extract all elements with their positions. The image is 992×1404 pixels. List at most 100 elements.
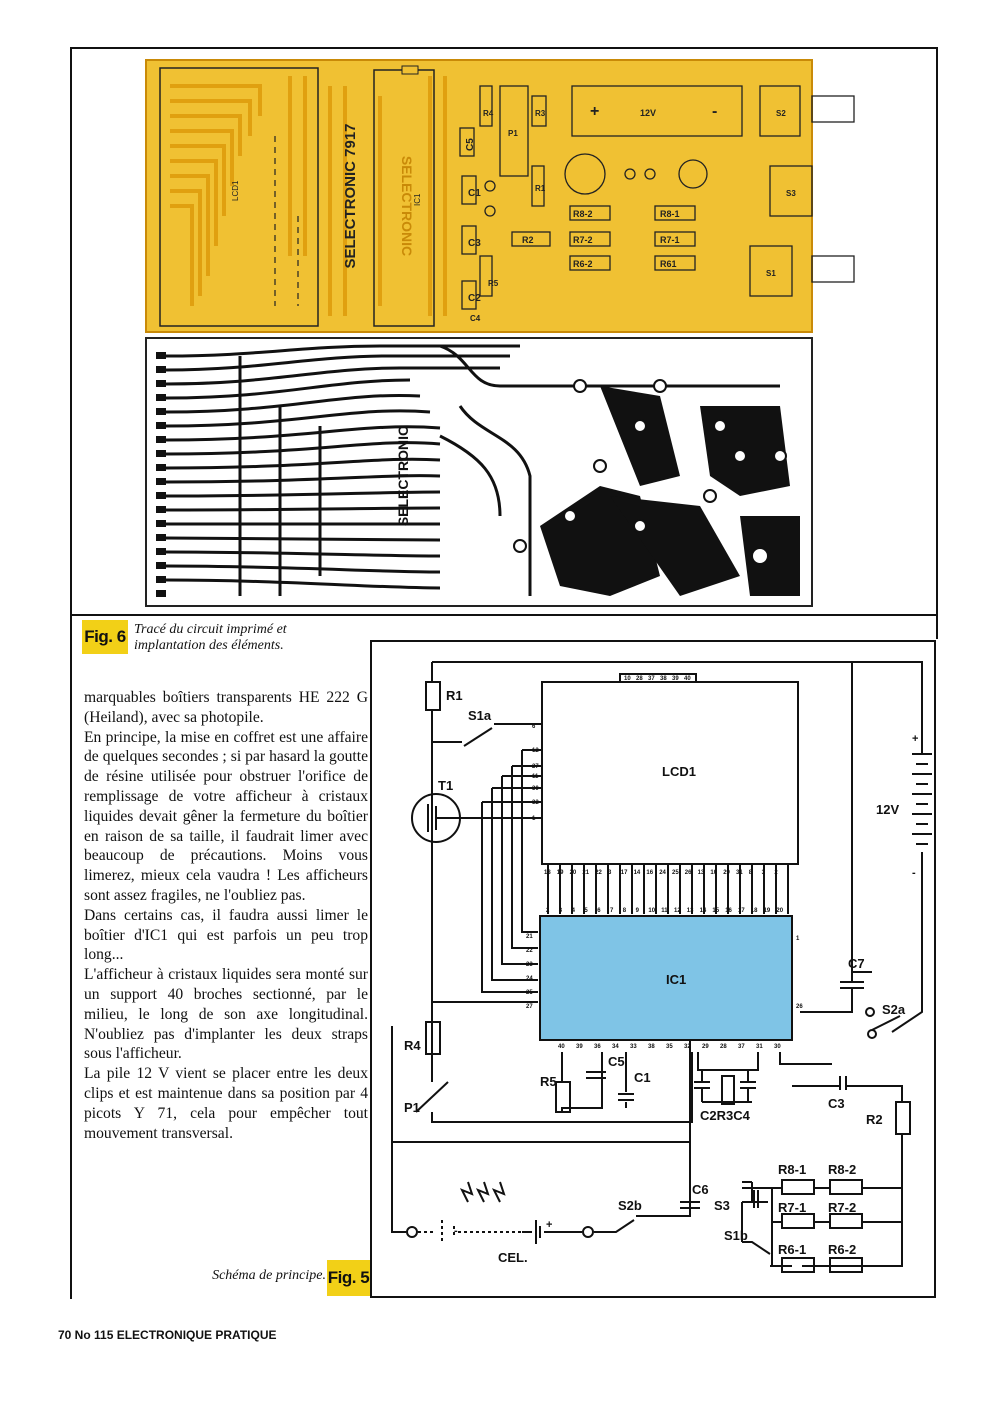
lcd-bottom-pin: 29 [723, 870, 730, 876]
lcd-left-pin: 32 [532, 800, 539, 806]
frame-top [70, 47, 938, 49]
lcd-bottom-pin: 31 [736, 870, 743, 876]
ic-top-pin: 12 [674, 908, 681, 914]
fig5-frame-bottom [370, 1296, 936, 1298]
label-c3: C3 [828, 1096, 845, 1111]
article-body: marquables boîtiers transparents HE 222 … [84, 688, 368, 1143]
label-s1a: S1a [468, 708, 492, 723]
svg-text:-: - [912, 867, 916, 879]
label-ic1: IC1 [666, 972, 686, 987]
label-c1: C1 [634, 1070, 651, 1085]
lcd-bottom-pin: 25 [672, 870, 679, 876]
frame-left [70, 47, 72, 1299]
ic-top-pin: 6 [597, 908, 601, 914]
lcd-bottom-pin: 22 [595, 870, 602, 876]
ic-top-pin: 11 [661, 908, 668, 914]
svg-text:+: + [912, 733, 918, 745]
ic-top-pin: 14 [700, 908, 707, 914]
svg-text:-: - [454, 1225, 458, 1237]
lcd-bottom-pin: 10 [710, 870, 717, 876]
svg-text:R7-2: R7-2 [573, 235, 593, 245]
label-r6-2: R6-2 [828, 1242, 856, 1257]
ic-bottom-pin: 33 [630, 1044, 637, 1050]
fig5-frame-left [370, 640, 372, 1298]
lcd-left-pin: 30 [532, 786, 539, 792]
svg-text:R8-1: R8-1 [660, 209, 680, 219]
ic-bottom-pin: 39 [576, 1044, 583, 1050]
fig5-frame-right [934, 640, 936, 1298]
lcd-top-pin: 37 [648, 676, 655, 682]
svg-text:S2: S2 [776, 109, 786, 118]
ic1-block [539, 915, 793, 1041]
label-c5: C5 [608, 1054, 625, 1069]
svg-text:C4: C4 [470, 314, 481, 323]
label-lcd1: LCD1 [662, 764, 696, 779]
lcd-bottom-pin: 3 [762, 870, 766, 876]
lcd-bottom-pin: 18 [544, 870, 551, 876]
ic-top-pin: 20 [776, 908, 783, 914]
label-p1: P1 [404, 1100, 420, 1115]
ic-top-pin: 7 [610, 908, 614, 914]
lcd-bottom-pin: 20 [570, 870, 577, 876]
fig6-caption: Tracé du circuit imprimé et implantation… [134, 622, 287, 653]
ic-top-pin: 5 [584, 908, 588, 914]
lcd-bottom-pin: 3 [608, 870, 612, 876]
paragraph-4: L'afficheur à cristaux liquides sera mon… [84, 966, 368, 1063]
fig6-pcb-drawing: SELECTRONIC 7917 SELECTRONIC LCD1 IC1 C5… [145, 59, 855, 607]
ic-bottom-pin: 35 [666, 1044, 673, 1050]
ic-bottom-pin: 37 [738, 1044, 745, 1050]
svg-text:R8-2: R8-2 [573, 209, 593, 219]
ic-bottom-pin: 40 [558, 1044, 565, 1050]
svg-text:+: + [590, 103, 599, 120]
svg-text:R7-1: R7-1 [660, 235, 680, 245]
lcd-top-pin: 40 [684, 676, 691, 682]
ic-bottom-pin: 32 [684, 1044, 691, 1050]
ic-top-pin: 19 [764, 908, 771, 914]
ic-top-pin: 2 [546, 908, 550, 914]
paragraph-5: La pile 12 V vient se placer entre les d… [84, 1065, 368, 1142]
frame-right-top [936, 47, 938, 639]
ic-right-pin: 1 [796, 936, 800, 942]
ic-bottom-pin: 28 [720, 1044, 727, 1050]
ic-top-pin: 8 [623, 908, 627, 914]
frame-fig6-bottom [70, 614, 938, 616]
label-c7: C7 [848, 956, 865, 971]
paragraph-2: En principe, la mise en coffret est une … [84, 728, 368, 904]
svg-text:C1: C1 [468, 188, 481, 199]
pcb-lcd-label: LCD1 [231, 180, 240, 201]
lcd-bottom-pin: 24 [659, 870, 666, 876]
ic-top-pin: 16 [725, 908, 732, 914]
page-footer: 70 No 115 ELECTRONIQUE PRATIQUE [58, 1328, 277, 1342]
ic-left-pin: 23 [526, 962, 533, 968]
lcd-top-pin: 28 [636, 676, 643, 682]
label-s1b: S1b [724, 1228, 748, 1243]
label-c6: C6 [692, 1182, 709, 1197]
ic-bottom-pin: 31 [756, 1044, 763, 1050]
ic-bottom-pin: 30 [774, 1044, 781, 1050]
ic-left-pin: 25 [526, 990, 533, 996]
svg-text:S3: S3 [786, 189, 796, 198]
ic-top-pin: 15 [712, 908, 719, 914]
ic-right-pin: 26 [796, 1004, 803, 1010]
svg-text:R5: R5 [488, 279, 499, 288]
ic-top-pin: 18 [751, 908, 758, 914]
pcb-brand-mirror-label: SELECTRONIC [399, 156, 415, 256]
lcd-top-pin: 39 [672, 676, 679, 682]
svg-text:S1: S1 [766, 269, 776, 278]
ic-top-pin: 13 [687, 908, 694, 914]
lcd-left-pin: 6 [532, 724, 536, 730]
ic-left-pin: 22 [526, 948, 533, 954]
label-c2r3c4: C2R3C4 [700, 1108, 751, 1123]
lcd-bottom-pin: 13 [698, 870, 705, 876]
lcd-bottom-pin: 21 [582, 870, 589, 876]
label-r6-1: R6-1 [778, 1242, 806, 1257]
svg-text:C5: C5 [465, 138, 476, 151]
ic-top-pin: 10 [648, 908, 655, 914]
lcd-top-pin: 10 [624, 676, 631, 682]
svg-text:C2: C2 [468, 293, 481, 304]
label-cel: CEL. [498, 1250, 528, 1265]
pcb-brand-label: SELECTRONIC 7917 [342, 123, 359, 268]
ic-top-pin: 9 [636, 908, 640, 914]
svg-text:R6-2: R6-2 [573, 259, 593, 269]
label-r7-1: R7-1 [778, 1200, 806, 1215]
